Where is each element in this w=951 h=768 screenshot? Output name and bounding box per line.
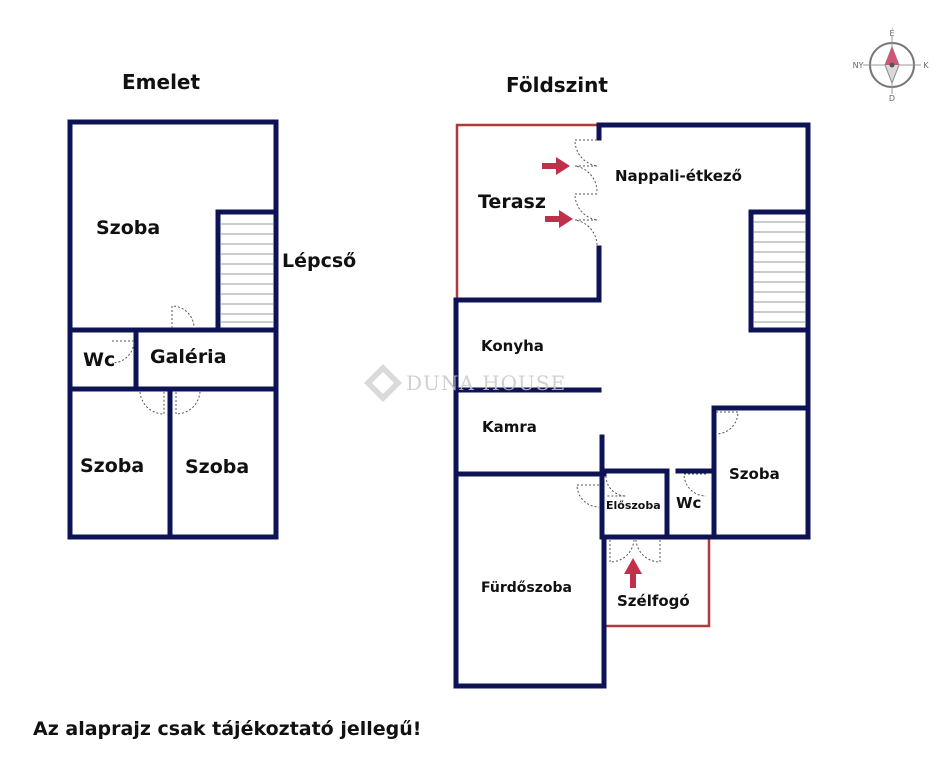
ground-doors bbox=[574, 139, 739, 563]
room-label-kamra: Kamra bbox=[482, 418, 537, 436]
room-label-szoba-top: Szoba bbox=[96, 217, 160, 239]
room-label-szelfogo: Szélfogó bbox=[617, 592, 690, 610]
room-label-furdoszoba: Fürdőszoba bbox=[481, 580, 572, 596]
room-label-nappali: Nappali-étkező bbox=[615, 167, 742, 185]
watermark: DUNA HOUSE bbox=[364, 364, 566, 402]
room-label-terasz: Terasz bbox=[478, 191, 546, 213]
ground-floor-title: Földszint bbox=[506, 73, 608, 97]
room-label-szoba-ground: Szoba bbox=[729, 465, 780, 483]
arrow-icon bbox=[542, 157, 570, 175]
upper-floor: Emelet bbox=[67, 70, 356, 540]
upper-stairs bbox=[221, 223, 273, 323]
duna-house-logo-icon bbox=[364, 364, 402, 402]
room-label-eloszoba: Előszoba bbox=[606, 499, 661, 512]
room-label-galeria: Galéria bbox=[150, 346, 227, 368]
room-label-szoba-bottom-right: Szoba bbox=[185, 456, 249, 478]
arrow-icon bbox=[545, 210, 573, 228]
entrance-arrows bbox=[542, 157, 642, 588]
ground-stairs bbox=[754, 221, 805, 323]
room-label-konyha: Konyha bbox=[481, 337, 544, 355]
compass-north: É bbox=[889, 27, 894, 38]
compass: É D K NY bbox=[853, 27, 930, 103]
room-label-wc-upper: Wc bbox=[83, 349, 115, 371]
upper-floor-title: Emelet bbox=[122, 70, 200, 94]
room-label-szoba-bottom-left: Szoba bbox=[80, 455, 144, 477]
upper-walls bbox=[67, 119, 279, 540]
compass-west: NY bbox=[853, 61, 864, 70]
arrow-icon bbox=[624, 558, 642, 588]
ground-floor: Földszint bbox=[453, 73, 811, 689]
compass-east: K bbox=[923, 61, 929, 70]
watermark-text: DUNA HOUSE bbox=[406, 371, 566, 395]
room-label-wc-ground: Wc bbox=[676, 494, 701, 512]
ground-walls bbox=[453, 122, 811, 689]
room-label-lepcso: Lépcső bbox=[282, 250, 356, 272]
compass-needle-icon bbox=[884, 45, 900, 85]
upper-doors bbox=[111, 305, 201, 415]
compass-south: D bbox=[889, 94, 895, 103]
disclaimer-text: Az alaprajz csak tájékoztató jellegű! bbox=[33, 718, 422, 740]
